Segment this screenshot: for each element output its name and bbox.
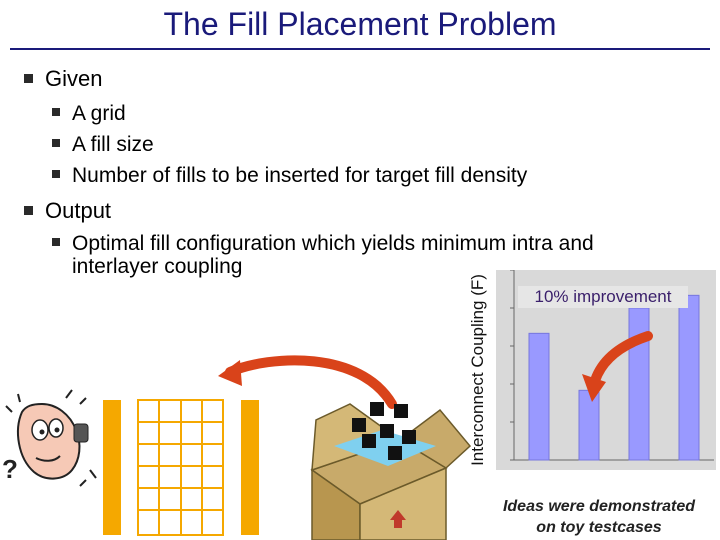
thinking-person-icon: ? xyxy=(2,389,97,487)
fill-box-icon xyxy=(310,402,472,540)
bullet-optimal-fill-line2: interlayer coupling xyxy=(72,255,243,278)
svg-text:?: ? xyxy=(2,454,18,484)
improvement-arrow-icon xyxy=(582,331,653,402)
bullet-grid: A grid xyxy=(52,102,126,126)
bullet-optimal-fill: Optimal fill configuration which yields … xyxy=(52,232,594,256)
bullet-grid-text: A grid xyxy=(72,102,126,125)
bullet-square-icon xyxy=(24,205,33,215)
chart-bar-4 xyxy=(678,294,700,461)
bullet-given-text: Given xyxy=(45,66,103,91)
bullet-fill-size-text: A fill size xyxy=(72,133,154,156)
bullet-square-icon xyxy=(52,139,60,148)
bullet-optimal-fill-text: Optimal fill configuration which yields … xyxy=(72,232,594,255)
bullet-number-of-fills-text: Number of fills to be inserted for targe… xyxy=(72,164,528,187)
title-underline xyxy=(10,48,710,50)
bullet-square-icon xyxy=(24,73,33,83)
chart-bar-1 xyxy=(528,332,550,461)
caption-line-1: Ideas were demonstrated xyxy=(502,498,696,515)
bullet-output-text: Output xyxy=(45,198,112,223)
bullet-number-of-fills: Number of fills to be inserted for targe… xyxy=(52,164,527,188)
layout-grid xyxy=(137,399,224,536)
curved-arrow-icon xyxy=(218,355,397,409)
caption-line-2: on toy testcases xyxy=(536,519,662,536)
improvement-callout: 10% improvement xyxy=(518,286,688,308)
bullet-square-icon xyxy=(52,238,60,247)
bullet-given: Given xyxy=(24,66,102,92)
fill-column-left xyxy=(103,400,121,535)
slide-title: The Fill Placement Problem xyxy=(163,6,557,42)
bullet-fill-size: A fill size xyxy=(52,133,154,157)
bullet-square-icon xyxy=(52,170,60,179)
bullet-output: Output xyxy=(24,198,111,224)
bullet-square-icon xyxy=(52,108,60,117)
fill-column-right xyxy=(241,400,259,535)
